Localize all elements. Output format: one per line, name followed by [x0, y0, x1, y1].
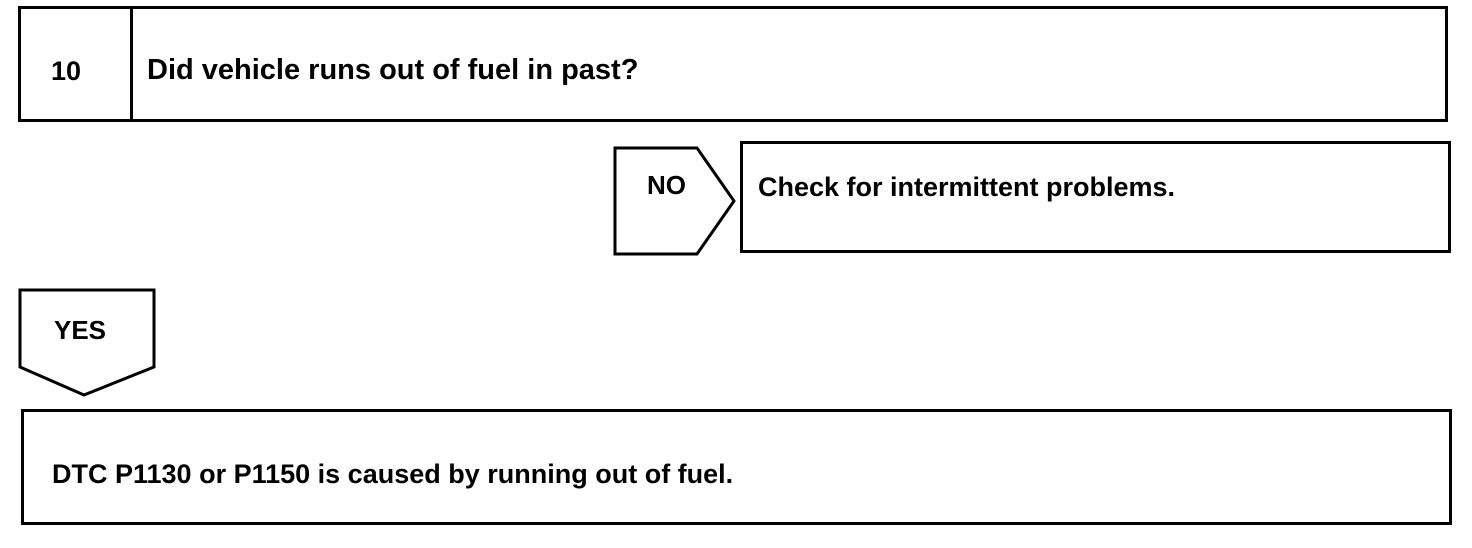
step-question: Did vehicle runs out of fuel in past?	[147, 54, 639, 86]
no-arrow-icon	[613, 146, 736, 256]
yes-branch-label: YES	[54, 315, 107, 345]
yes-arrow-icon	[18, 288, 156, 397]
yes-result-text: DTC P1130 or P1150 is caused by running …	[52, 459, 734, 489]
yes-result-box: DTC P1130 or P1150 is caused by running …	[21, 409, 1452, 525]
no-result-box: Check for intermittent problems.	[740, 141, 1451, 253]
step-number-cell: 10	[21, 9, 133, 119]
no-branch-label: NO	[647, 170, 686, 200]
no-result-text: Check for intermittent problems.	[758, 172, 1176, 202]
step-number: 10	[51, 56, 82, 86]
step-box: 10 Did vehicle runs out of fuel in past?	[18, 6, 1448, 122]
